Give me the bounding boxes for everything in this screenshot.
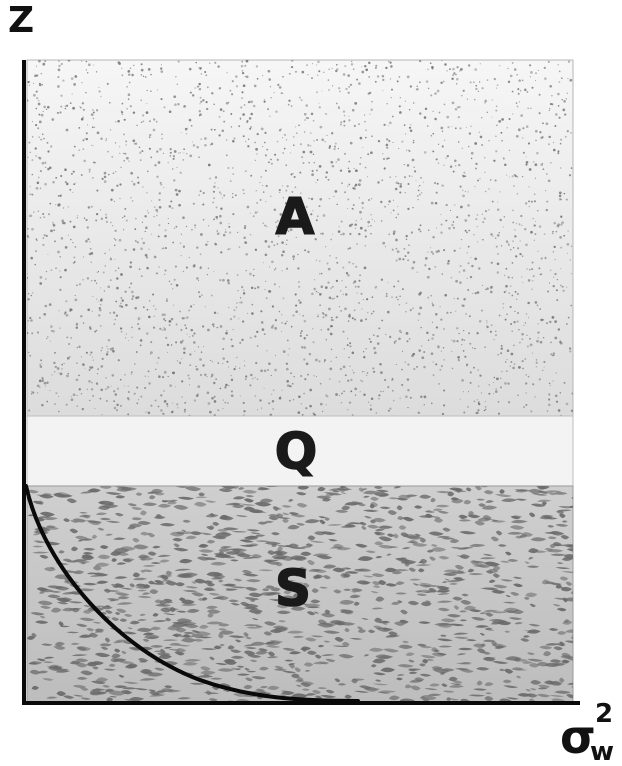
layer-sediment: S — [27, 484, 589, 704]
layer-sediment-label: S — [275, 560, 311, 618]
x-axis-label-superscript: 2 — [595, 699, 613, 729]
layer-transition: Q — [27, 416, 573, 486]
x-axis-label-subscript: w — [590, 737, 614, 766]
layer-air: A — [26, 59, 574, 417]
layer-air-label: A — [276, 188, 315, 246]
y-axis-label: Z — [8, 0, 34, 41]
x-axis-label: σ 2 w — [560, 699, 614, 766]
layer-transition-label: Q — [275, 423, 318, 481]
